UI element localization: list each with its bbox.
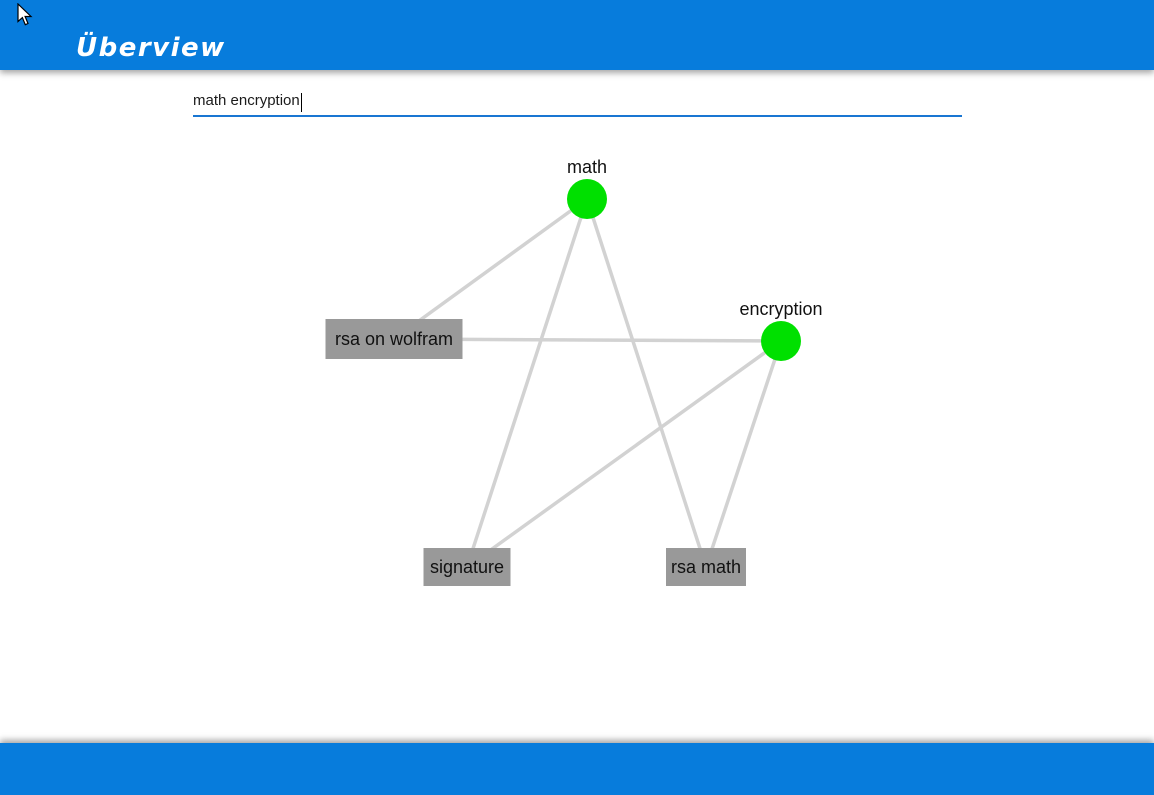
- app-header: Überview: [0, 0, 1154, 70]
- graph-edge-math--rsa-on-wolfram: [392, 197, 589, 341]
- graph-edge-encryption--signature: [465, 339, 783, 569]
- graph-node-math[interactable]: [567, 179, 607, 219]
- graph-edge-math--rsa-math: [585, 198, 708, 568]
- text-caret: [300, 93, 303, 112]
- graph-node-label-rsa-on-wolfram: rsa on wolfram: [335, 329, 453, 349]
- graph-node-rsa-on-wolfram[interactable]: [325, 319, 463, 359]
- graph-edge-encryption--rsa-math: [704, 340, 783, 568]
- search-input[interactable]: math encryption: [193, 85, 962, 117]
- app-logo: Überview: [76, 33, 226, 63]
- graph-edge-math--signature: [465, 198, 589, 568]
- search-input-value: math encryption: [193, 90, 303, 112]
- graph-node-label-math: math: [567, 157, 607, 177]
- graph-node-label-rsa-math: rsa math: [671, 557, 741, 577]
- graph-node-rsa-math[interactable]: [666, 548, 746, 586]
- graph-node-signature[interactable]: [423, 548, 511, 586]
- graph-node-label-signature: signature: [430, 557, 504, 577]
- graph-node-encryption[interactable]: [761, 321, 801, 361]
- app-footer: [0, 743, 1154, 795]
- graph-node-label-encryption: encryption: [739, 299, 822, 319]
